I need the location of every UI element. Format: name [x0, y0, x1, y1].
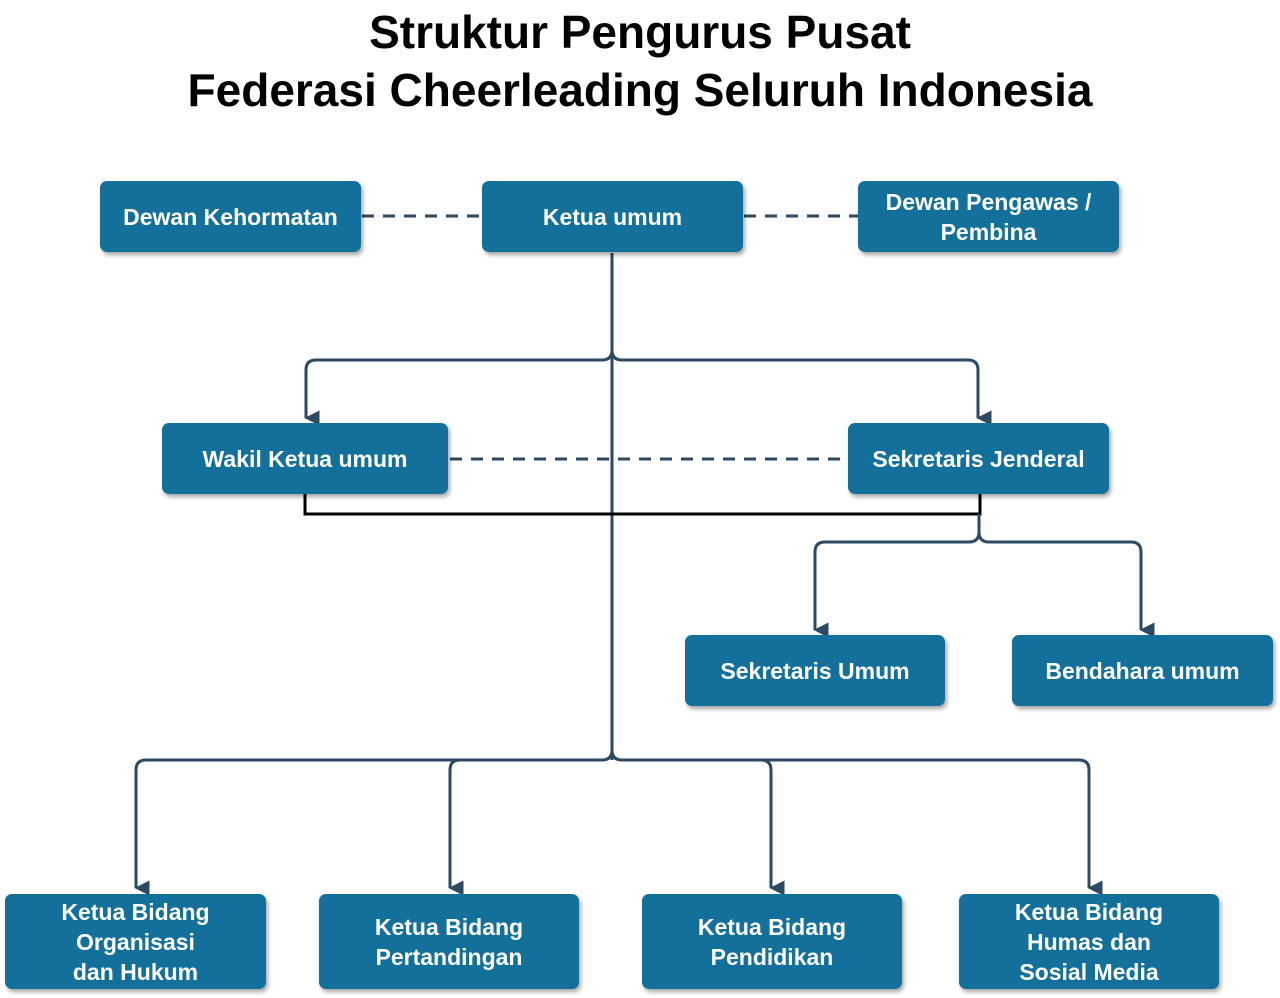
- node-ketua-bidang-humas-sosial-media: Ketua Bidang Humas dan Sosial Media: [959, 894, 1219, 989]
- arrow-to-sekretaris-umum: [813, 514, 981, 638]
- node-sekretaris-jenderal: Sekretaris Jenderal: [848, 423, 1109, 494]
- node-ketua-umum: Ketua umum: [482, 181, 743, 252]
- joint-line-wakil-sekjen: [303, 494, 982, 516]
- arrow-to-bidang-pendidikan: [760, 758, 785, 896]
- node-sekretaris-umum: Sekretaris Umum: [685, 635, 945, 706]
- node-dewan-pengawas-pembina: Dewan Pengawas / Pembina: [858, 181, 1119, 252]
- diagram-title-line-1: Struktur Pengurus Pusat: [369, 6, 911, 58]
- arrow-to-bidang-humas: [610, 749, 1103, 896]
- node-bendahara-umum: Bendahara umum: [1012, 635, 1273, 706]
- arrow-to-bendahara-umum: [977, 531, 1155, 638]
- node-ketua-bidang-pertandingan: Ketua Bidang Pertandingan: [319, 894, 579, 989]
- arrow-to-bidang-organisasi: [134, 749, 614, 896]
- node-ketua-bidang-pendidikan: Ketua Bidang Pendidikan: [642, 894, 902, 989]
- node-ketua-bidang-organisasi-hukum: Ketua Bidang Organisasi dan Hukum: [5, 894, 266, 989]
- arrow-to-wakil-ketua: [304, 349, 614, 426]
- node-wakil-ketua-umum: Wakil Ketua umum: [162, 423, 448, 494]
- node-dewan-kehormatan: Dewan Kehormatan: [100, 181, 361, 252]
- arrow-to-sekretaris-jenderal: [610, 349, 992, 426]
- arrow-to-bidang-pertandingan: [448, 758, 464, 896]
- diagram-title-line-2: Federasi Cheerleading Seluruh Indonesia: [187, 64, 1093, 116]
